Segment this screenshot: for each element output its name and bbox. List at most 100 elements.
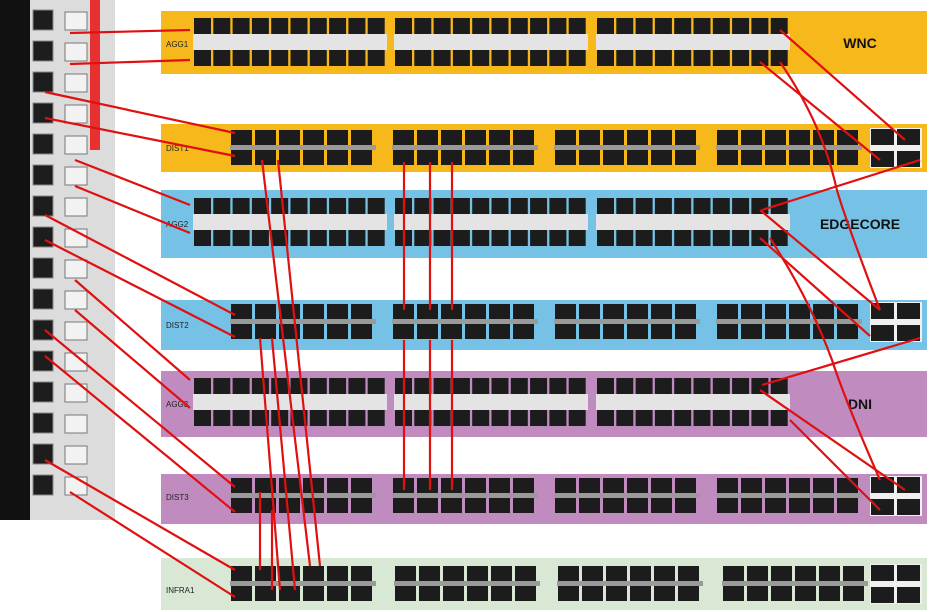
sfp-port <box>871 587 894 603</box>
switch-port <box>489 498 510 513</box>
switch-port <box>231 498 252 513</box>
switch-port <box>279 586 300 601</box>
switch-port <box>651 498 672 513</box>
sfp-port <box>871 129 894 145</box>
switch-port <box>290 230 308 246</box>
sfp-port <box>897 565 920 581</box>
switch-port <box>555 498 576 513</box>
switch-port <box>213 230 231 246</box>
panel-port <box>32 350 54 372</box>
switch-port <box>491 566 512 581</box>
switch-port <box>417 130 438 145</box>
switch-port <box>309 50 327 66</box>
switch-port <box>465 324 486 339</box>
switch-port <box>433 230 451 246</box>
cable-link <box>44 459 236 571</box>
switch-port <box>741 130 762 145</box>
switch-port <box>513 150 534 165</box>
switch-port <box>630 586 651 601</box>
cable-link <box>759 389 906 491</box>
switch-label-agg2: AGG2 <box>166 220 189 229</box>
patch-panel <box>0 0 115 520</box>
switch-port <box>351 566 372 581</box>
switch-port <box>723 566 744 581</box>
switch-port <box>213 50 231 66</box>
switch-port <box>616 378 634 394</box>
switch-port <box>837 130 858 145</box>
switch-port <box>443 586 464 601</box>
switch-port <box>603 324 624 339</box>
switch-port <box>627 130 648 145</box>
switch-port <box>419 566 440 581</box>
switch-port <box>452 410 470 426</box>
switch-port <box>568 198 586 214</box>
switch-port <box>433 378 451 394</box>
switch-port <box>568 230 586 246</box>
switch-port <box>491 586 512 601</box>
switch-port <box>751 198 769 214</box>
switch-port <box>651 130 672 145</box>
sfp-port <box>897 587 920 603</box>
switch-port <box>597 230 614 246</box>
switch-port <box>751 410 769 426</box>
switch-port <box>251 50 269 66</box>
cable-link <box>761 336 921 387</box>
switch-port <box>367 230 385 246</box>
switch-port <box>513 498 534 513</box>
switch-port <box>231 566 252 581</box>
switch-port <box>678 586 699 601</box>
panel-port <box>32 381 54 403</box>
switch-port <box>837 304 858 319</box>
switch-port <box>472 18 490 34</box>
vendor-label-wnc: WNC <box>843 35 876 51</box>
switch-port <box>417 498 438 513</box>
port-strip <box>394 34 588 50</box>
port-strip <box>392 493 538 498</box>
port-strip <box>716 319 862 324</box>
switch-port <box>367 410 385 426</box>
switch-port <box>329 198 347 214</box>
switch-port <box>732 50 750 66</box>
switch-port <box>327 150 348 165</box>
switch-port <box>194 410 211 426</box>
port-strip <box>596 214 790 230</box>
switch-port <box>747 566 768 581</box>
switch-port <box>395 18 412 34</box>
switch-port <box>329 50 347 66</box>
switch-port <box>327 498 348 513</box>
switch-port <box>491 378 509 394</box>
switch-port <box>819 586 840 601</box>
switch-port <box>603 498 624 513</box>
switch-port <box>770 50 788 66</box>
switch-port <box>441 130 462 145</box>
switch-port <box>513 478 534 493</box>
switch-port <box>513 304 534 319</box>
switch-port <box>530 18 548 34</box>
switch-port <box>414 18 432 34</box>
switch-port <box>675 324 696 339</box>
switch-port <box>717 304 738 319</box>
switch-port <box>393 130 414 145</box>
switch-port <box>327 478 348 493</box>
switch-port <box>606 586 627 601</box>
cable-link <box>74 184 191 235</box>
switch-port <box>348 410 366 426</box>
switch-port <box>712 18 730 34</box>
switch-port <box>555 478 576 493</box>
port-strip <box>392 145 538 150</box>
switch-port <box>674 410 692 426</box>
switch-port <box>489 130 510 145</box>
switch-port <box>194 18 211 34</box>
switch-port <box>329 410 347 426</box>
panel-port <box>32 195 54 217</box>
switch-port <box>579 130 600 145</box>
switch-port <box>579 304 600 319</box>
switch-port <box>213 378 231 394</box>
switch-port <box>530 198 548 214</box>
sfp-port <box>871 151 894 167</box>
switch-port <box>674 50 692 66</box>
panel-port-sfp <box>64 414 88 434</box>
port-strip <box>716 493 862 498</box>
switch-port <box>606 566 627 581</box>
port-strip <box>230 145 376 150</box>
